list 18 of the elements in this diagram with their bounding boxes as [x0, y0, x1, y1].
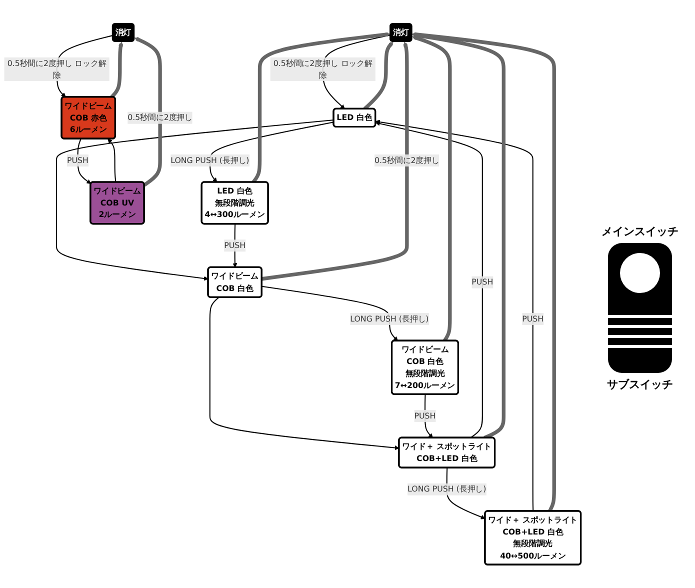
arrow [412, 32, 556, 512]
arrow [209, 297, 400, 450]
arrow [375, 120, 534, 512]
arrow [108, 138, 116, 182]
arrow [375, 121, 483, 438]
arrow [262, 286, 398, 342]
arrow [363, 42, 394, 110]
arrow [262, 42, 409, 281]
arrow [232, 224, 238, 268]
arrow [77, 138, 92, 184]
switch-label: メインスイッチ [602, 224, 678, 239]
arrow [110, 42, 124, 98]
arrow [424, 394, 433, 438]
switch-label: サブスイッチ [607, 377, 673, 392]
arrow [412, 36, 452, 342]
arrow [56, 119, 334, 281]
arrow [209, 122, 334, 182]
arrow [134, 37, 162, 187]
